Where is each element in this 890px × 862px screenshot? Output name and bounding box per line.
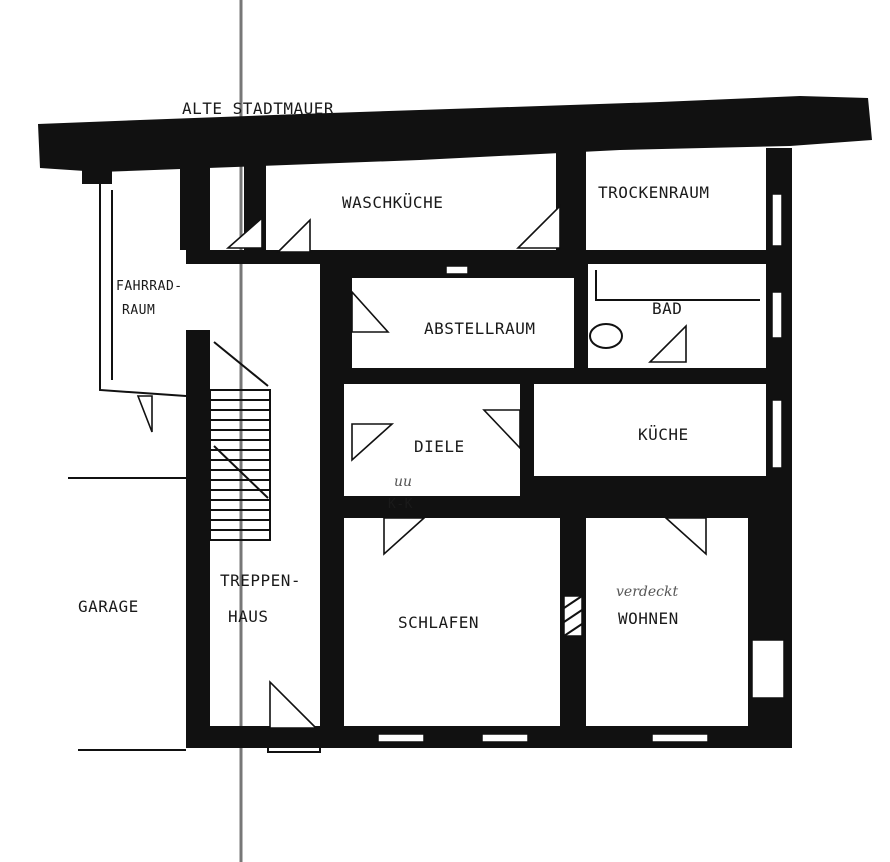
chimney-hatch-line	[563, 623, 583, 637]
wall-upper-left	[180, 160, 210, 250]
entry-steps	[267, 729, 321, 753]
wall-abstell-left	[336, 264, 352, 384]
room-label-diele: DIELE	[414, 437, 465, 456]
chimney-hatch-line	[563, 595, 583, 609]
room-label-garage: GARAGE	[78, 597, 139, 616]
room-label-trockenraum: TROCKENRAUM	[598, 183, 709, 202]
room-label-bad: BAD	[652, 299, 682, 318]
wall-diele-right	[520, 384, 534, 494]
wall-kueche-bottom	[520, 476, 770, 518]
windows	[377, 193, 785, 743]
city-wall	[38, 96, 872, 172]
small-mark-note: uu	[394, 474, 412, 490]
room-label-treppenhaus-line1: TREPPEN-	[220, 571, 301, 590]
chimney-hatch-line	[563, 609, 583, 623]
room-label-schlafen: SCHLAFEN	[398, 613, 479, 632]
room-label-fahrradraum-line1: FAHRRAD-	[116, 279, 183, 294]
wall-diele-bottom	[344, 496, 574, 518]
room-label-waschkueche: WASCHKÜCHE	[342, 193, 443, 212]
room-label-kueche: KÜCHE	[638, 425, 689, 444]
wall-waschkueche-trocken	[556, 150, 586, 250]
bad-fixture-tub	[595, 270, 760, 301]
wall-waschkueche-bottom	[186, 250, 786, 264]
bad-fixture-wc	[589, 323, 623, 349]
stair-wall-left	[186, 330, 210, 748]
fahrradraum-outline	[99, 180, 187, 397]
wall-abstell-bottom	[344, 368, 784, 384]
room-label-treppenhaus-line2: HAUS	[228, 607, 269, 626]
staircase	[209, 341, 271, 541]
marker-label: K-K	[388, 497, 413, 512]
doors	[136, 204, 707, 729]
fahrradraum-corner	[82, 166, 112, 184]
room-label-fahrradraum-line2: RAUM	[122, 303, 155, 318]
room-label-abstellraum: ABSTELLRAUM	[424, 319, 535, 338]
title-city-wall: ALTE STADTMAUER	[182, 99, 334, 118]
room-label-wohnen: WOHNEN	[618, 609, 679, 628]
wall-abstell-right	[574, 264, 588, 374]
handwritten-note: verdeckt	[616, 584, 678, 600]
